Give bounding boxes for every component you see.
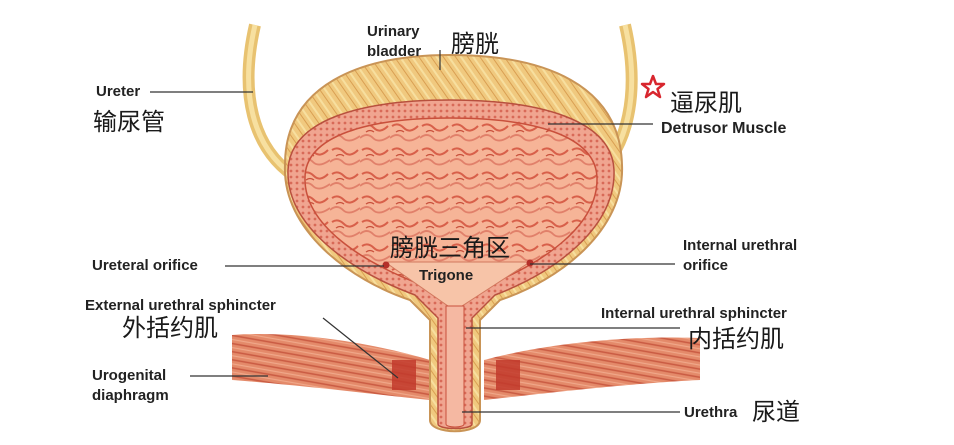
label-urinary-bladder: Urinary bladder	[367, 23, 422, 60]
urogenital-diaphragm-right	[484, 337, 700, 400]
label-trigone: Trigone	[419, 267, 474, 284]
label-ureter-zh: 输尿管	[93, 108, 165, 136]
label-internal-urethral-orifice: Internal urethral orifice	[683, 237, 798, 274]
leader-lines	[150, 50, 680, 413]
label-internal-sphincter: Internal urethral sphincter	[601, 305, 787, 322]
label-ureteral-orifice: Ureteral orifice	[92, 257, 198, 274]
ureteral-orifice-right	[526, 259, 534, 267]
external-sphincter-left-mark	[392, 360, 416, 390]
urogenital-diaphragm-left	[232, 334, 430, 400]
urethra-channel	[445, 305, 465, 428]
star-icon	[640, 74, 666, 99]
label-urogenital-diaphragm: Urogenital diaphragm	[92, 367, 169, 404]
label-external-sphincter: External urethral sphincter	[85, 297, 276, 314]
external-sphincter-right-mark	[496, 360, 520, 390]
label-internal-sphincter-zh: 内括约肌	[688, 325, 784, 353]
leader-external-sphincter	[322, 317, 399, 379]
label-urinary-bladder-zh: 膀胱	[451, 30, 499, 58]
label-urethra: Urethra	[684, 404, 738, 421]
label-urethra-zh: 尿道	[752, 398, 800, 426]
label-detrusor: Detrusor Muscle	[661, 120, 787, 137]
label-trigone-zh: 膀胱三角区	[390, 234, 510, 262]
bladder-mucosa	[304, 117, 598, 306]
label-ureter: Ureter	[96, 83, 141, 100]
ureteral-orifice-left	[382, 261, 390, 269]
label-detrusor-zh: 逼尿肌	[670, 89, 742, 117]
label-external-sphincter-zh: 外括约肌	[122, 314, 218, 342]
